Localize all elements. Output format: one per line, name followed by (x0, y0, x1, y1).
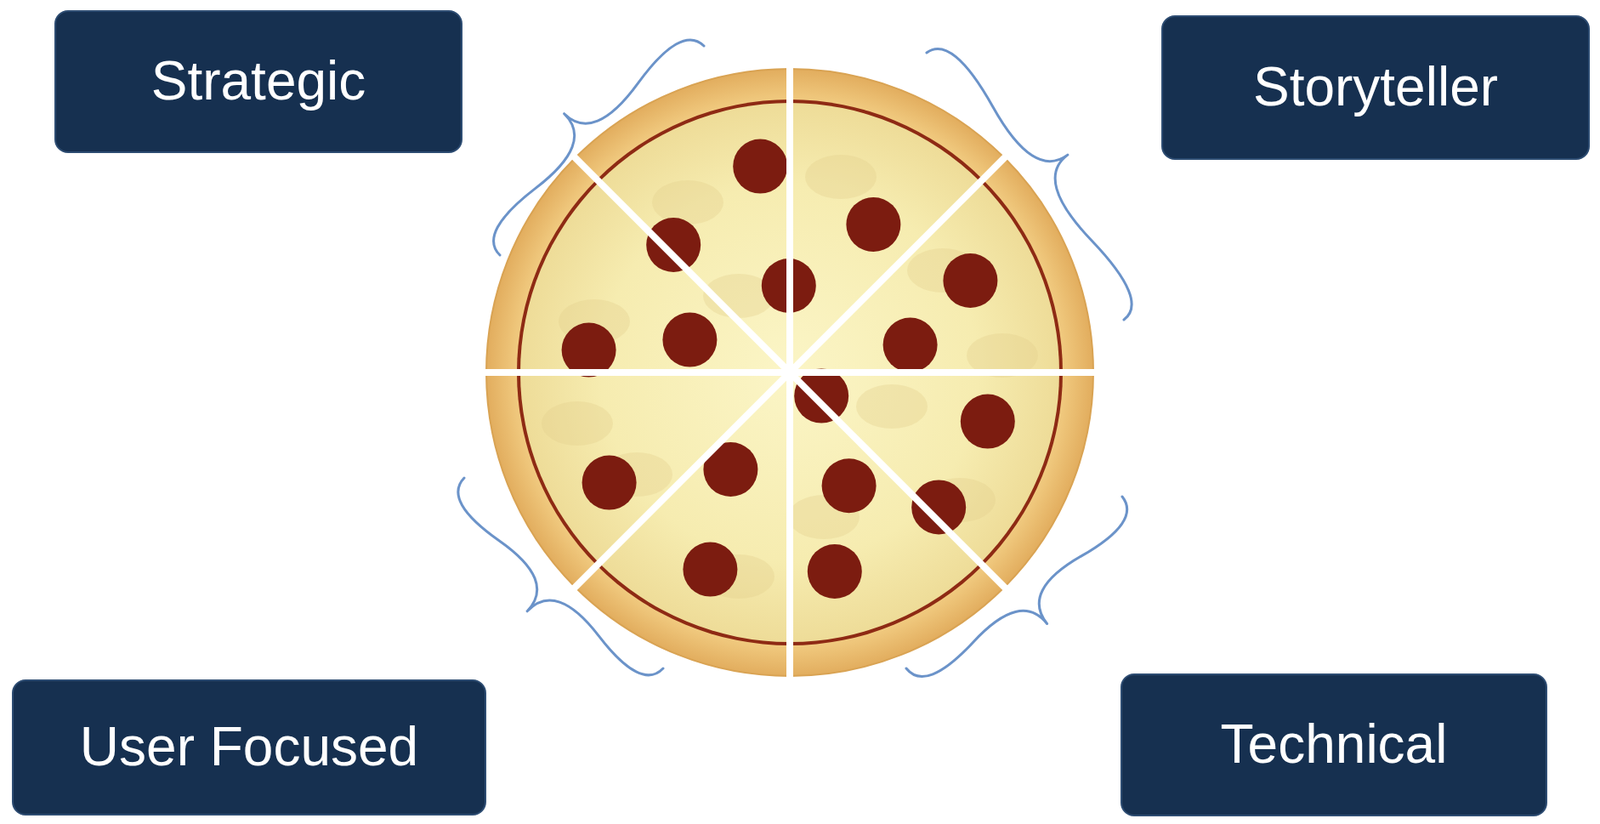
slice-cut (573, 156, 1006, 589)
cheese-texture (856, 384, 928, 429)
pepperoni (682, 542, 738, 597)
label-box: Strategic (54, 10, 463, 154)
pepperoni (883, 317, 938, 373)
curly-bracket (926, 48, 1132, 320)
cheese-texture (805, 154, 877, 199)
box-label: Technical (1220, 713, 1448, 777)
pepperoni (794, 368, 849, 424)
curly-bracket (906, 496, 1128, 676)
label-box: Storyteller (1161, 15, 1590, 160)
cheese-texture (541, 401, 613, 446)
pepperoni (662, 312, 717, 368)
box-label: Storyteller (1253, 56, 1498, 120)
pepperoni (732, 139, 788, 194)
pepperoni (942, 253, 998, 308)
pepperoni (807, 544, 863, 599)
cheese-texture (652, 180, 724, 225)
box-label: User Focused (79, 715, 419, 779)
curly-bracket (493, 39, 704, 256)
pepperoni (845, 197, 901, 252)
box-label: Strategic (151, 50, 367, 114)
curly-bracket (458, 477, 664, 676)
pepperoni (822, 458, 877, 513)
pepperoni (646, 217, 701, 273)
pepperoni (582, 455, 637, 511)
label-box: User Focused (11, 679, 487, 816)
label-box: Technical (1120, 673, 1548, 817)
pepperoni (960, 394, 1016, 449)
